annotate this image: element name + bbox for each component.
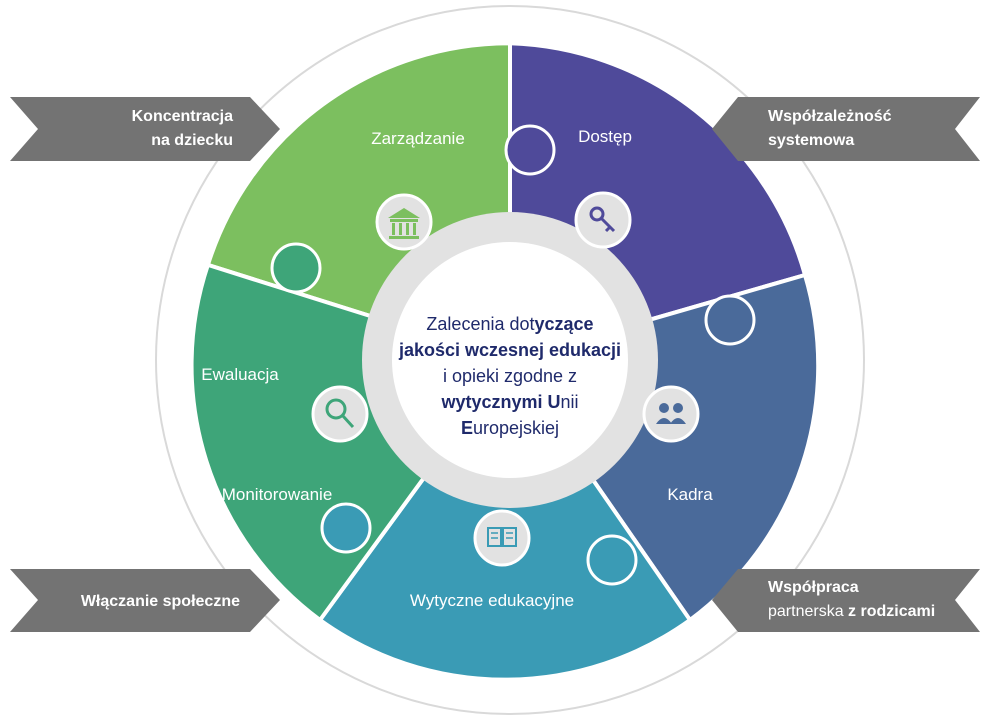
label-staff: Kadra: [667, 485, 713, 504]
people-icon: [642, 385, 700, 443]
center-disc: [392, 242, 628, 478]
label-monitoring: Monitorowanie: [222, 485, 333, 504]
principle-top-right-line-2: systemowa: [768, 132, 854, 149]
principle-top-left: Koncentracja na dziecku: [10, 97, 280, 161]
book-icon: [473, 509, 531, 567]
institution-icon: [375, 193, 433, 251]
center-line-5: Europejskiej: [461, 418, 559, 438]
principle-top-left-line-1: Koncentracja: [132, 108, 233, 125]
puzzle-knob: [320, 502, 372, 554]
outer-ring: [155, 5, 865, 715]
center-line-3: i opieki zgodne z: [443, 366, 577, 386]
principle-bottom-left-label: Włączanie społeczne: [81, 593, 240, 610]
center-statement: Zalecenia dotyczące jakości wczesnej edu…: [398, 314, 621, 438]
magnifier-icon: [311, 385, 369, 443]
principle-top-right-line-1: Współzależność: [768, 108, 892, 125]
puzzle-knob: [270, 242, 322, 294]
label-evaluation: Ewaluacja: [201, 365, 279, 384]
puzzle-knob: [586, 534, 638, 586]
center-line-1: Zalecenia dotyczące: [426, 314, 593, 334]
principle-top-right: Współzależność systemowa: [712, 97, 980, 161]
principle-bottom-left: Włączanie społeczne: [10, 569, 280, 632]
puzzle-knob: [504, 124, 556, 176]
center-line-2: jakości wczesnej edukacji: [398, 340, 621, 360]
key-icon: [574, 191, 632, 249]
label-curriculum: Wytyczne edukacyjne: [410, 591, 574, 610]
label-governance: Zarządzanie: [371, 129, 465, 148]
principle-bottom-right: Współpraca partnerska z rodzicami: [712, 569, 980, 632]
label-access: Dostęp: [578, 127, 632, 146]
puzzle-knob: [704, 294, 756, 346]
principle-bottom-right-line-2: partnerska z rodzicami: [768, 603, 935, 620]
center-line-4: wytycznymi Unii: [440, 392, 578, 412]
principle-bottom-right-line-1: Współpraca: [768, 579, 859, 596]
principle-top-left-line-2: na dziecku: [151, 132, 233, 149]
